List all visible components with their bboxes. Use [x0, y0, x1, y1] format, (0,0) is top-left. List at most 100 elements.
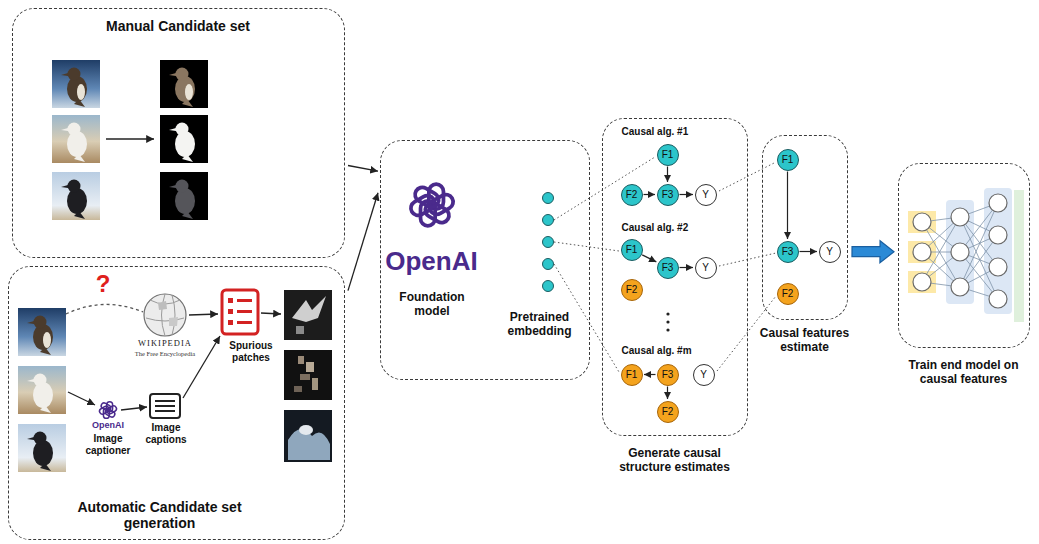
block-arrow [852, 241, 894, 263]
neural-network [989, 194, 1007, 212]
step-label: Image captioner [79, 433, 137, 456]
node-label: F1 [626, 370, 638, 380]
panel-label: Pretrained embedding [504, 310, 576, 339]
masked-bird [185, 84, 193, 100]
dotted-leader [554, 157, 776, 372]
logo-wordmark: WIKIPEDIA [125, 339, 205, 349]
step-label: Image captions [140, 422, 192, 445]
feature-node: F1 [621, 239, 643, 261]
bird-photo [52, 60, 100, 108]
feature-node: F1 [621, 364, 643, 386]
spurious-list-icon [237, 301, 252, 323]
bird-photo [18, 308, 66, 472]
embedding-dots [543, 281, 554, 292]
algorithm-title: Causal alg. #2 [622, 222, 732, 234]
feature-node: F1 [657, 144, 679, 166]
patch-image [296, 326, 304, 334]
patch-image [299, 425, 313, 435]
node-label: F3 [662, 190, 674, 200]
flow-arrow [348, 166, 378, 172]
bird-photo [27, 432, 53, 472]
feature-node: F3 [657, 364, 679, 386]
bird-photo [61, 123, 87, 163]
node-label: F2 [662, 407, 674, 417]
node-label: Y [702, 190, 709, 200]
neural-network [908, 188, 1024, 322]
ellipsis-dots [666, 312, 669, 315]
captions-icon [155, 401, 175, 411]
flow-arrow [121, 407, 147, 410]
masked-bird [169, 123, 195, 163]
feature-node: F1 [777, 149, 799, 171]
neural-network [989, 226, 1007, 244]
feature-node: F2 [621, 279, 643, 301]
causal-edge [680, 194, 694, 195]
wikipedia-globe [146, 294, 184, 336]
causal-edge [644, 374, 656, 375]
feature-node: F2 [621, 184, 643, 206]
bird-photo [52, 172, 100, 220]
wikipedia-globe [144, 294, 186, 336]
patch-image [306, 362, 314, 372]
feature-node: F2 [777, 283, 799, 305]
bird-photo [43, 332, 51, 348]
embedding-dots [543, 259, 554, 270]
masked-bird [160, 172, 208, 220]
feature-node: F3 [657, 184, 679, 206]
logo-wordmark: OpenAI [382, 246, 482, 277]
patch-image [298, 356, 304, 364]
node-label: F3 [662, 370, 674, 380]
spurious-list-icon [228, 309, 233, 314]
patch-image [294, 386, 302, 392]
bird-photo [61, 68, 87, 108]
patch-image [284, 290, 332, 340]
node-label: F3 [662, 263, 674, 273]
bird-photo [77, 84, 85, 100]
neural-network [1014, 190, 1024, 322]
causal-edge [667, 167, 668, 183]
embedding-dots [543, 215, 554, 226]
dotted-leader [554, 242, 619, 251]
flow-arrow [189, 314, 218, 315]
patch-image [284, 290, 332, 462]
spurious-list-icon [228, 298, 233, 303]
spurious-list-icon [228, 320, 233, 325]
masked-bird [169, 180, 195, 220]
causal-edge [800, 251, 818, 252]
panel-label: Train end model on causal features [897, 358, 1031, 387]
neural-network [951, 208, 969, 226]
causal-edge [667, 387, 668, 400]
lookup-curve [66, 304, 143, 314]
target-node: Y [693, 364, 715, 386]
ellipsis-dots [666, 312, 669, 331]
patch-image [300, 374, 310, 380]
feature-node: F3 [657, 257, 679, 279]
logo-wordmark: OpenAI [83, 420, 133, 430]
neural-network [913, 213, 931, 231]
masked-bird [169, 68, 195, 108]
end-model-panel: Train end model on causal features [898, 163, 1030, 348]
patch-image [284, 410, 332, 462]
node-label: Y [826, 247, 833, 257]
algorithm-title: Causal alg. #1 [622, 126, 732, 138]
logo-tagline: The Free Encyclopedia [115, 350, 215, 357]
embedding-dots [543, 237, 554, 248]
bird-photo [52, 60, 100, 220]
node-label: Y [700, 370, 707, 380]
panel-heading: Automatic Candidate set generation [60, 499, 260, 533]
candidate-panel: Automatic Candidate set generation [8, 266, 345, 540]
flow-arrow [68, 313, 281, 410]
node-label: F3 [782, 247, 794, 257]
dotted-leader [554, 157, 655, 220]
flow-arrow [68, 392, 95, 405]
wikipedia-globe [158, 301, 167, 310]
patch-image [292, 296, 326, 322]
flow-arrow [261, 313, 281, 314]
bird-photo [27, 316, 53, 356]
panel-heading: Manual Candidate set [12, 18, 345, 35]
node-label: F2 [626, 285, 638, 295]
